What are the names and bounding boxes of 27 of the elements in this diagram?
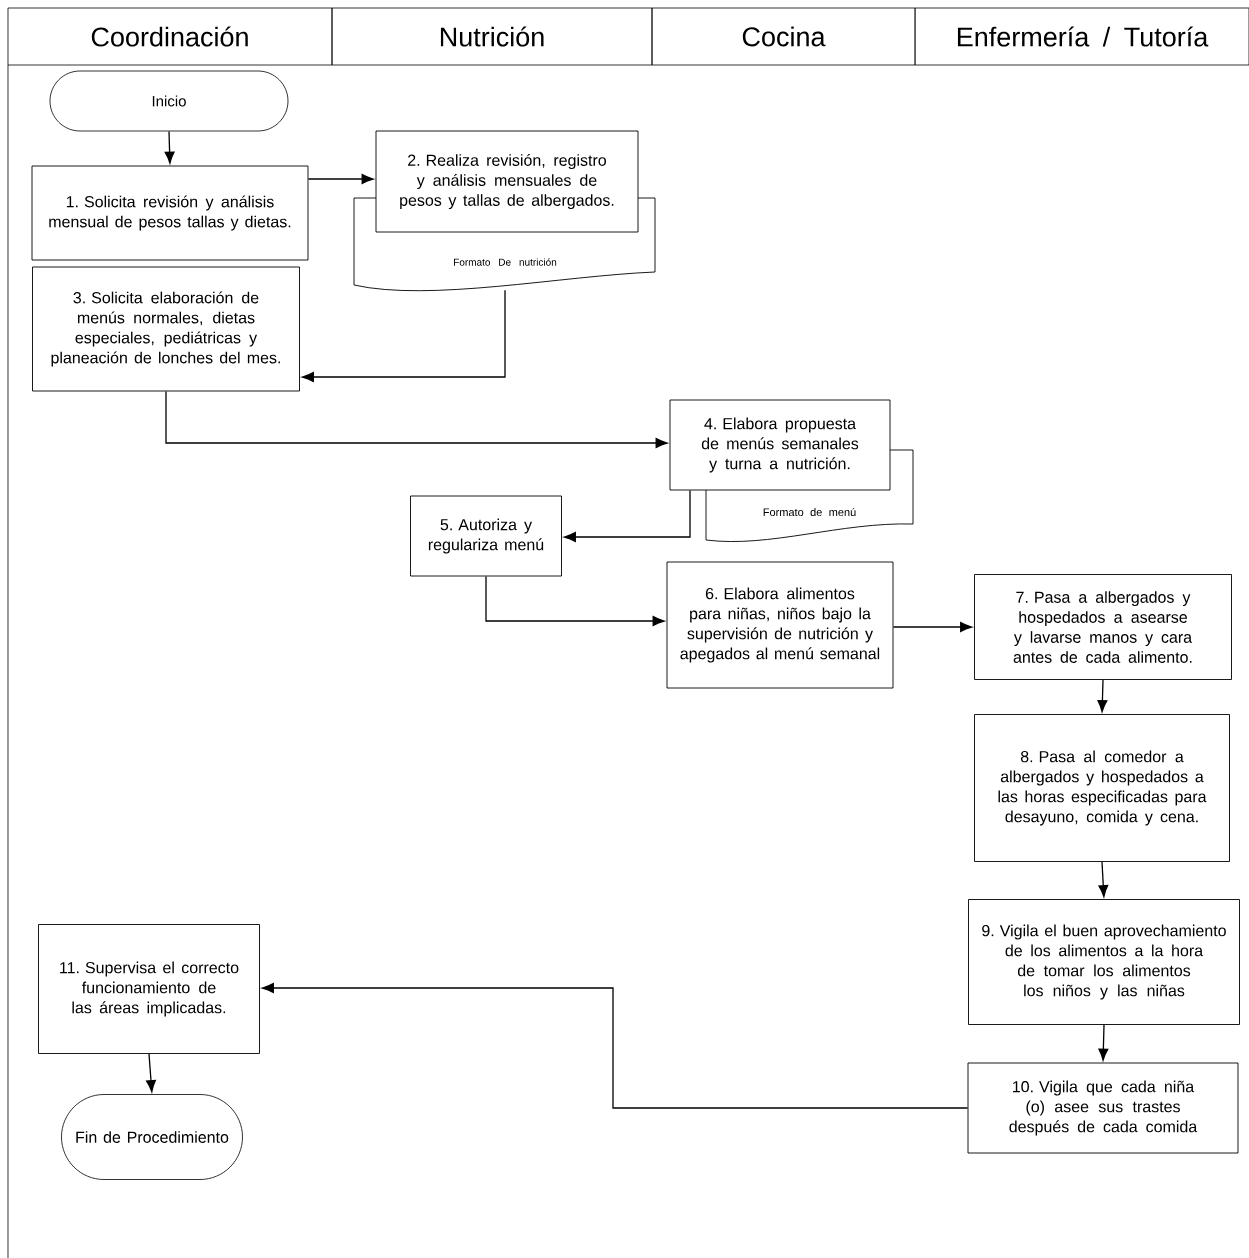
lane-header: Cocina <box>651 7 916 66</box>
arrow <box>146 1053 156 1093</box>
process-box: 10. Vigila que cada niña (o) asee sus trastes después de cada comida <box>967 1062 1239 1154</box>
arrow <box>1098 1024 1109 1061</box>
arrow <box>307 174 374 184</box>
process-box: 2. Realiza revisión, registro y análisis mensuales de pesos y tallas de albergados. <box>375 130 639 233</box>
arrow <box>1098 861 1109 898</box>
arrow <box>261 983 969 1109</box>
lane-header: Coordinación <box>7 7 333 66</box>
process-box: 11. Supervisa el correcto funcionamiento de las áreas implicadas. <box>38 924 260 1054</box>
arrow <box>892 622 973 632</box>
process-box: 3. Solicita elaboración de menús normales, dietas especiales, pediátricas y planeación de lonches del mes. <box>32 266 300 392</box>
process-box: 1. Solicita revisión y análisis mensual de pesos tallas y dietas. <box>31 165 309 261</box>
process-box: 5. Autoriza y regulariza menú <box>410 495 562 577</box>
arrow <box>485 575 665 626</box>
arrow <box>165 390 668 448</box>
process-box: 8. Pasa al comedor a albergados y hospedados a las horas especificadas para desayuno, comida y cena. <box>974 714 1230 862</box>
process-box: 4. Elabora propuesta de menús semanales y turna a nutrición. <box>669 399 891 491</box>
arrow <box>1097 679 1108 713</box>
arrow <box>301 289 506 382</box>
lane-header: Nutrición <box>331 7 653 66</box>
process-box: 7. Pasa a albergados y hospedados a asearse y lavarse manos y cara antes de cada alimento. <box>974 574 1232 680</box>
process-box: 9. Vigila el buen aprovechamiento de los alimentos a la hora de tomar los alimentos los niños y las niñas <box>968 899 1240 1025</box>
lane-header: Enfermería / Tutoría <box>914 7 1249 66</box>
arrow <box>164 130 175 164</box>
process-box: 6. Elabora alimentos para niñas, niños bajo la supervisión de nutrición y apegados al menú semanal <box>666 561 894 689</box>
arrow <box>563 489 691 542</box>
